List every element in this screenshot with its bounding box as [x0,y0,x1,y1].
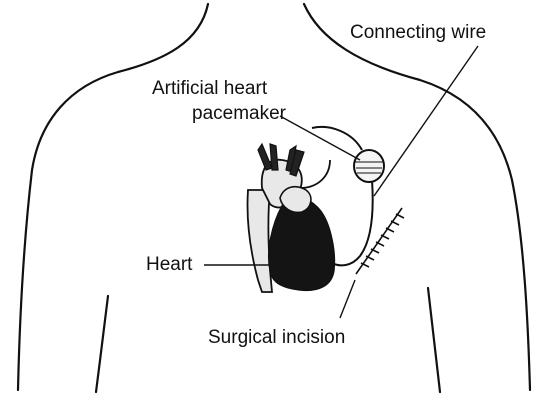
connecting-wire-leader [374,46,478,196]
incision-leader [340,280,355,318]
heart-label: Heart [146,254,192,276]
left-shoulder-outline [18,4,208,390]
surgical-incision-stitches [356,208,404,274]
vena-cava [247,190,272,292]
pacemaker-generator [354,150,384,182]
heart-illustration [247,144,334,292]
surgical-incision-label: Surgical incision [208,327,345,349]
left-armpit-line [96,296,108,392]
pacemaker-lead-to-heart [330,180,373,265]
connecting-wire-label: Connecting wire [350,22,486,44]
pacemaker-label-line2: pacemaker [192,103,286,125]
pacemaker-label-line1: Artificial heart [152,78,267,100]
right-armpit-line [428,288,440,392]
